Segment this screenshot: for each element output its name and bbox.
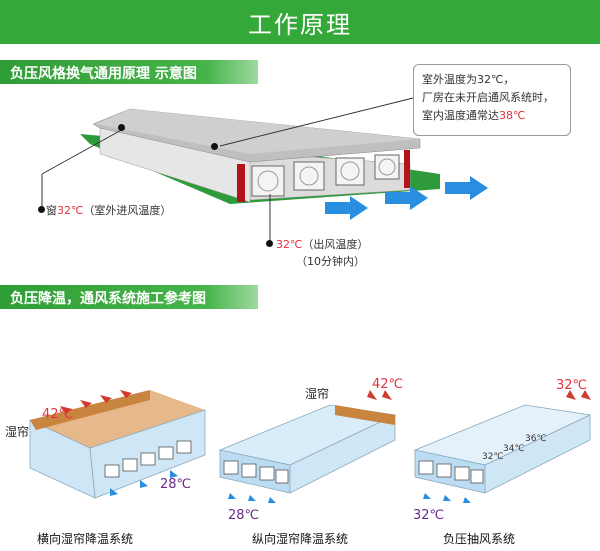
callout-line-1: 室外温度为32℃， [422,73,515,86]
window-dot [118,124,125,131]
window-label-dot [38,206,45,213]
caption-1: 横向湿帘降温系统 [37,532,134,546]
caption-2: 纵向湿帘降温系统 [252,532,349,546]
callout-line-3: 室内温度通常达38℃ [422,109,526,122]
in-temp-2: 42℃ [372,377,404,392]
callout-line-2: 厂房在未开启通风系统时， [422,91,554,104]
curtain-label-2: 湿帘 [305,387,330,401]
airflow-arrows [325,176,488,220]
curtain-label-1: 湿帘 [5,425,30,439]
outlet-time-label: （10分钟内） [296,255,365,268]
section-1-title: 负压风格换气通用原理 示意图 [10,66,197,82]
caption-3: 负压抽风系统 [443,532,516,546]
window-label: 窗32℃（室外进风温度） [46,204,172,217]
exhaust-diagram [413,390,592,503]
out-temp-2: 28℃ [228,508,260,523]
page-title: 工作原理 [248,11,352,39]
gradient-temp-2: 34℃ [503,444,525,454]
section-2-title: 负压降温，通风系统施工参考图 [10,291,206,307]
roof-dot [211,143,218,150]
section-2-header: 负压降温，通风系统施工参考图 [0,285,258,309]
temperature-callout: 室外温度为32℃， 厂房在未开启通风系统时， 室内温度通常达38℃ [413,64,571,136]
outlet-label-dot [266,240,273,247]
lateral-curtain-diagram [29,390,206,499]
gradient-temp-3: 36℃ [525,434,547,444]
outlet-label: 32℃（出风温度） [276,238,369,251]
longitudinal-curtain-diagram [218,390,397,503]
gradient-temp-1: 32℃ [482,452,504,462]
out-temp-1: 28℃ [160,477,192,492]
in-temp-3: 32℃ [556,378,588,393]
out-temp-3: 32℃ [413,508,445,523]
section-1-header: 负压风格换气通用原理 示意图 [0,60,258,84]
in-temp-1: 42℃ [42,407,74,422]
page-header: 工作原理 [0,0,600,44]
building-illustration [41,97,488,242]
